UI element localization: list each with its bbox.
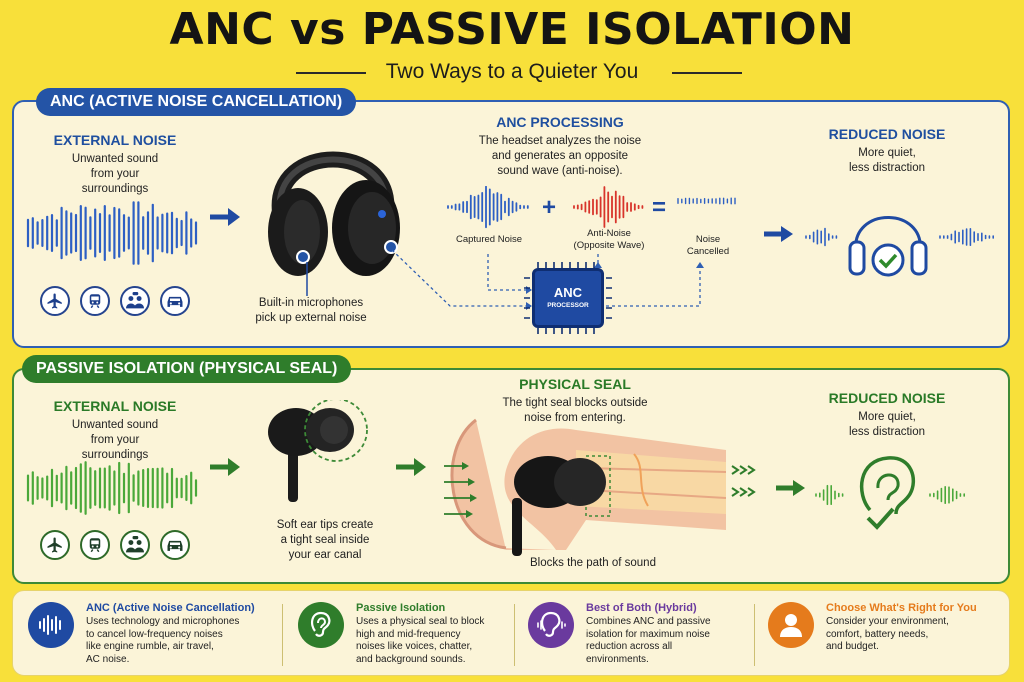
car-icon: [160, 530, 190, 560]
mic-dot-left: [296, 250, 310, 264]
summary-divider-2: [514, 604, 515, 666]
passive-arrow-3-icon: [776, 480, 805, 496]
headphones-check-icon: [848, 216, 928, 277]
anc-reduced-noise-text: More quiet,less distraction: [848, 147, 926, 174]
mic-dot-right: [384, 240, 398, 254]
anc-reduced-wave-left: [805, 227, 838, 247]
cancelled-noise-wave: [677, 197, 736, 205]
page-title: ANC vs PASSIVE ISOLATION: [169, 4, 855, 55]
anc-noise-source-icons: [40, 286, 190, 316]
passive-arrow-2-icon: [396, 458, 426, 476]
in-ear-earbud-icon: [268, 400, 368, 502]
passive-reduced-wave-left: [815, 484, 844, 506]
subtitle-rule-left: [296, 72, 366, 74]
summary-hybrid: Best of Both (Hybrid) Combines ANC and p…: [528, 602, 758, 666]
summary-divider-3: [754, 604, 755, 666]
anti-noise-wave: [573, 186, 644, 228]
passive-leak-chevrons: [731, 465, 756, 497]
anc-arrow-2-icon: [764, 226, 793, 242]
passive-reduced-wave-right: [929, 485, 966, 505]
passive-external-noise-wave: [26, 461, 198, 515]
airplane-icon: [40, 530, 70, 560]
summary-choose: Choose What's Right for You Consider you…: [768, 602, 1004, 654]
summary-panel: [12, 590, 1010, 676]
ear-icon: [298, 602, 344, 648]
passive-reduced-noise-text: More quiet,less distraction: [848, 411, 926, 438]
passive-external-noise-title: EXTERNAL NOISE: [53, 398, 177, 414]
people-chatter-icon: [120, 530, 150, 560]
anc-reduced-noise-title: REDUCED NOISE: [828, 126, 946, 142]
physical-seal-title: PHYSICAL SEAL: [519, 376, 631, 392]
anc-signal-dashed-lines: [391, 249, 704, 310]
ear-check-icon: [859, 456, 915, 530]
passive-section-pill: PASSIVE ISOLATION (PHYSICAL SEAL): [22, 355, 352, 383]
airplane-icon: [40, 286, 70, 316]
captured-noise-label: Captured Noise: [455, 234, 522, 245]
train-icon: [80, 530, 110, 560]
anc-section-pill: ANC (ACTIVE NOISE CANCELLATION): [36, 88, 357, 116]
train-icon: [80, 286, 110, 316]
blocked-sound-arrows: [444, 462, 477, 518]
anc-reduced-wave-right: [939, 227, 995, 247]
passive-noise-source-icons: [40, 530, 190, 560]
captured-noise-wave: [447, 186, 529, 229]
over-ear-headphones-icon: [268, 151, 400, 276]
anc-processor-chip: ANC PROCESSOR: [532, 268, 604, 328]
summary-divider-1: [282, 604, 283, 666]
sound-wave-icon: [28, 602, 74, 648]
page-subtitle: Two Ways to a Quieter You: [385, 60, 639, 83]
anti-noise-label: Anti-Noise(Opposite Wave): [573, 228, 645, 251]
people-chatter-icon: [120, 286, 150, 316]
mic-pointer-line: [306, 262, 308, 296]
user-icon: [768, 602, 814, 648]
passive-arrow-1-icon: [210, 458, 240, 476]
summary-passive: Passive Isolation Uses a physical seal t…: [298, 602, 508, 666]
plus-sign: +: [542, 194, 557, 221]
ear-canal-cross-section: [450, 418, 726, 556]
equals-sign: =: [652, 194, 667, 221]
passive-reduced-noise-title: REDUCED NOISE: [828, 390, 946, 406]
anc-external-noise-title: EXTERNAL NOISE: [53, 132, 177, 148]
car-icon: [160, 286, 190, 316]
anc-processing-title: ANC PROCESSING: [496, 114, 624, 130]
summary-anc: ANC (Active Noise Cancellation) Uses tec…: [28, 602, 278, 666]
anc-arrow-1-icon: [210, 208, 240, 226]
anc-external-noise-wave: [26, 201, 198, 265]
subtitle-rule-right: [672, 72, 742, 74]
hybrid-ear-icon: [528, 602, 574, 648]
chip-pins: [524, 262, 612, 334]
blocks-path-caption: Blocks the path of sound: [530, 557, 656, 569]
